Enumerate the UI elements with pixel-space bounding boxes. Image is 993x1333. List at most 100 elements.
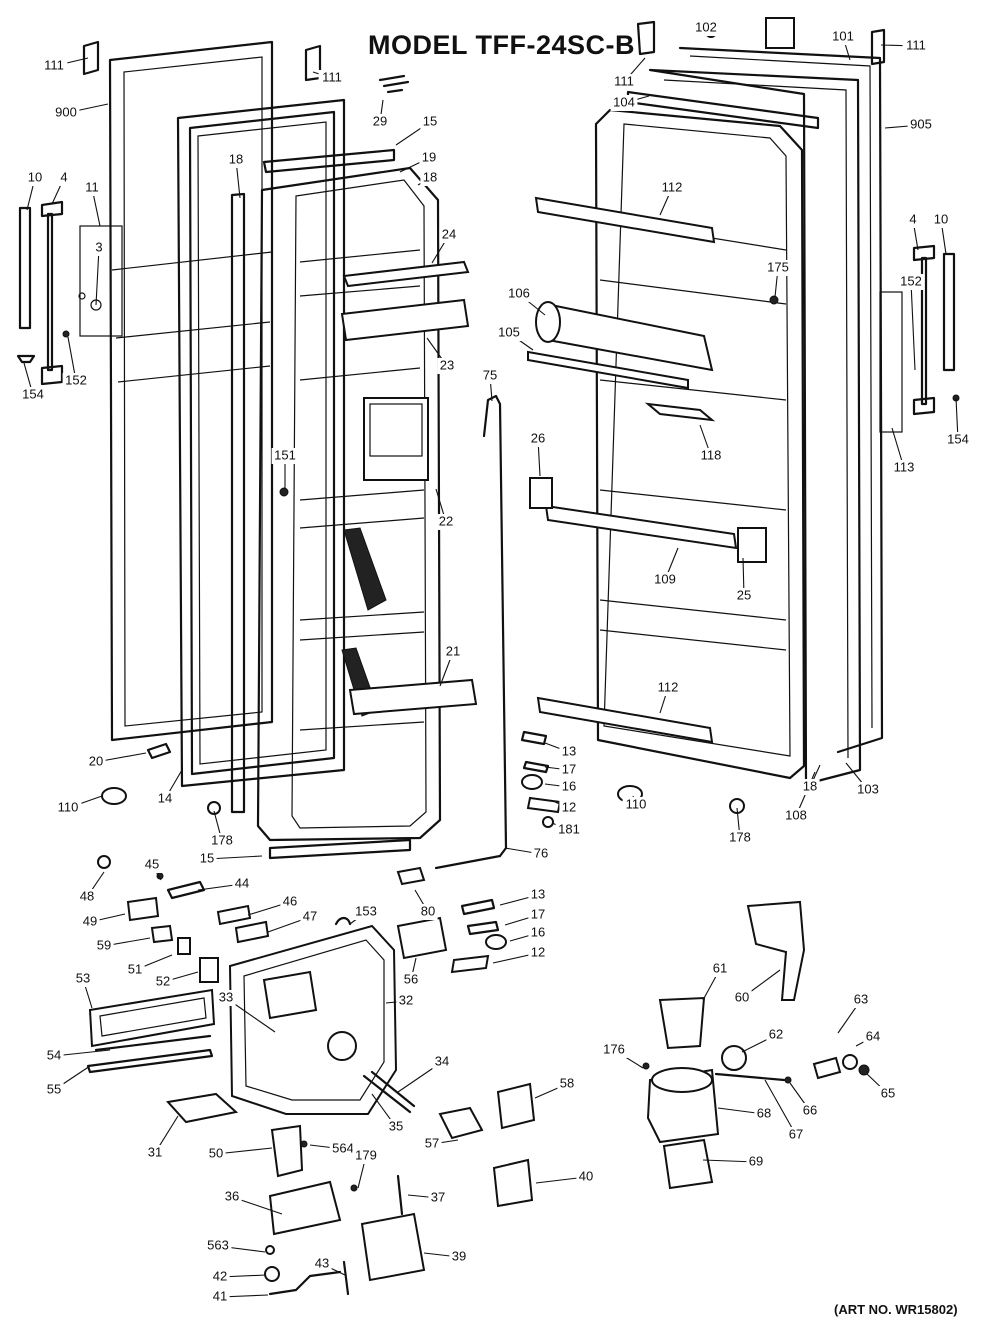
- left-top-trim: [262, 148, 396, 174]
- part-number-label: 152: [65, 372, 87, 387]
- part-number-label: 31: [148, 1144, 162, 1159]
- ice-tray-31: [166, 1092, 239, 1124]
- part-number-label: 12: [531, 944, 545, 959]
- hinge-12: [526, 796, 562, 814]
- label-backing: [54, 800, 82, 816]
- right-hinge-bar: [920, 256, 928, 406]
- label-backing: [52, 105, 80, 121]
- part-number-label: 76: [534, 845, 548, 860]
- part-number-label: 21: [446, 643, 460, 658]
- art-number: (ART NO. WR15802): [834, 1302, 958, 1317]
- label-backing: [800, 779, 820, 795]
- label-backing: [654, 680, 682, 696]
- part-number-label: 19: [422, 149, 436, 164]
- part-number-label: 80: [421, 903, 435, 918]
- leader-line: [764, 1079, 797, 1136]
- label-backing: [386, 1119, 406, 1135]
- hinge-12-lower: [450, 954, 490, 974]
- label-backing: [145, 1145, 165, 1161]
- left-shelf-bin-lower: [348, 678, 478, 716]
- label-backing: [505, 286, 533, 302]
- part-number-label: 65: [881, 1085, 895, 1100]
- part-number-label: 39: [452, 1248, 466, 1263]
- label-backing: [222, 1189, 242, 1205]
- label-backing: [155, 791, 175, 807]
- label-backing: [754, 1106, 774, 1122]
- part-number-label: 26: [531, 430, 545, 445]
- part-number-label: 13: [531, 886, 545, 901]
- part-number-label: 52: [156, 973, 170, 988]
- plate-13: [520, 730, 548, 746]
- plate-49: [126, 896, 160, 922]
- part-number-label: 178: [729, 829, 751, 844]
- part-number-label: 55: [47, 1081, 61, 1096]
- part-number-label: 64: [866, 1028, 880, 1043]
- spring-17-lower: [466, 920, 500, 936]
- label-backing: [271, 448, 299, 464]
- part-51: [177, 937, 191, 955]
- part-number-label: 18: [423, 169, 437, 184]
- label-backing: [401, 972, 421, 988]
- label-backing: [782, 808, 810, 824]
- butter-compartment-end: [535, 301, 561, 343]
- fitting-63: [812, 1056, 842, 1080]
- label-backing: [651, 572, 679, 588]
- shelf-105: [527, 350, 689, 390]
- part-number-label: 62: [769, 1026, 783, 1041]
- part-number-label: 50: [209, 1145, 223, 1160]
- part-number-label: 111: [906, 37, 926, 52]
- part-number-label: 63: [854, 991, 868, 1006]
- hinge-cap-right-mid: [636, 20, 656, 56]
- part-number-label: 67: [789, 1126, 803, 1141]
- chute-60: [746, 900, 806, 1001]
- disc-62: [721, 1045, 747, 1071]
- plate-13-lower: [460, 898, 496, 916]
- part-number-label: 106: [508, 285, 530, 300]
- shroud-53-inner: [99, 997, 207, 1037]
- bracket-58: [496, 1082, 536, 1130]
- plug-110-left: [101, 787, 127, 805]
- part-number-label: 44: [235, 875, 249, 890]
- part-number-label: 102: [695, 19, 717, 34]
- part-number-label: 68: [757, 1105, 771, 1120]
- label-backing: [280, 894, 300, 910]
- label-backing: [232, 876, 252, 892]
- label-backing: [531, 846, 551, 862]
- label-backing: [58, 170, 70, 186]
- part-number-label: 40: [579, 1168, 593, 1183]
- screw-151: [279, 487, 289, 497]
- label-backing: [931, 212, 951, 228]
- right-shelf-rail-lower: [536, 696, 714, 744]
- left-hinge-bar: [46, 212, 54, 372]
- part-number-label: 112: [662, 179, 683, 194]
- left-hinge-bottom: [40, 364, 64, 386]
- part-number-label: 111: [322, 69, 342, 84]
- part-number-label: 15: [200, 850, 214, 865]
- screw-179: [350, 1184, 358, 1192]
- part-number-label: 109: [654, 571, 676, 586]
- tube-41: [268, 1270, 342, 1296]
- rod-67: [714, 1072, 786, 1082]
- part-number-label: 11: [85, 179, 99, 194]
- label-backing: [153, 974, 173, 990]
- part-number-label: 4: [60, 169, 67, 184]
- right-shelf-rail-middle: [544, 504, 738, 550]
- label-backing: [710, 961, 730, 977]
- label-backing: [800, 1103, 820, 1119]
- label-backing: [851, 992, 871, 1008]
- label-backing: [600, 1042, 628, 1058]
- label-backing: [944, 432, 972, 448]
- label-backing: [432, 1054, 452, 1070]
- strip-54: [94, 1034, 212, 1052]
- part-number-label: 17: [562, 761, 576, 776]
- coupler-80: [396, 866, 426, 886]
- left-trim-strip: [18, 206, 32, 330]
- label-backing: [25, 170, 45, 186]
- label-backing: [312, 1256, 332, 1272]
- part-number-label: 175: [767, 259, 789, 274]
- label-backing: [352, 904, 380, 920]
- diagram-title: MODEL TFF-24SC-B: [368, 30, 636, 60]
- label-backing: [422, 1136, 442, 1152]
- part-number-label: 900: [55, 104, 77, 119]
